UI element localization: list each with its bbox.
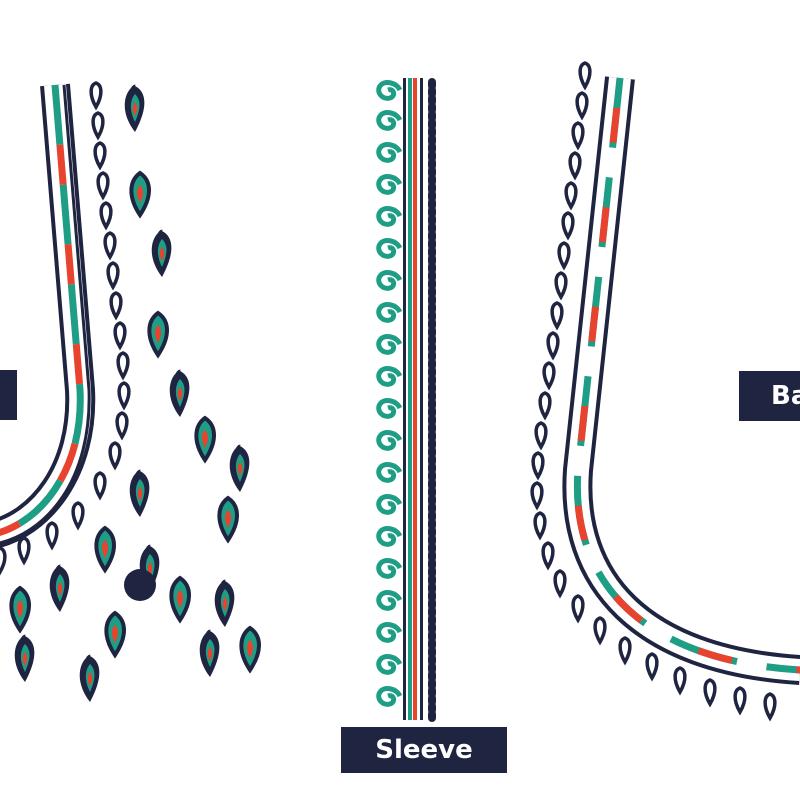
sleeve-curl-row <box>379 83 400 705</box>
back-label: Ba <box>739 371 800 421</box>
front-neck-embroidery <box>0 81 261 702</box>
front-border-stripe-red <box>0 84 84 537</box>
sleeve-stripe-green <box>408 78 412 720</box>
back-border-stripe-red <box>573 77 800 674</box>
sleeve-label-text: Sleeve <box>375 735 473 765</box>
front-border-stripe <box>0 84 84 537</box>
front-label <box>0 370 17 420</box>
back-neck-embroidery <box>530 61 800 720</box>
front-flower-center <box>124 569 156 601</box>
sleeve-stripe-red <box>413 78 417 720</box>
sleeve-label: Sleeve <box>341 727 507 773</box>
front-border-inner <box>0 84 91 545</box>
back-label-text: Ba <box>771 381 800 411</box>
sleeve-embroidery <box>379 78 436 724</box>
